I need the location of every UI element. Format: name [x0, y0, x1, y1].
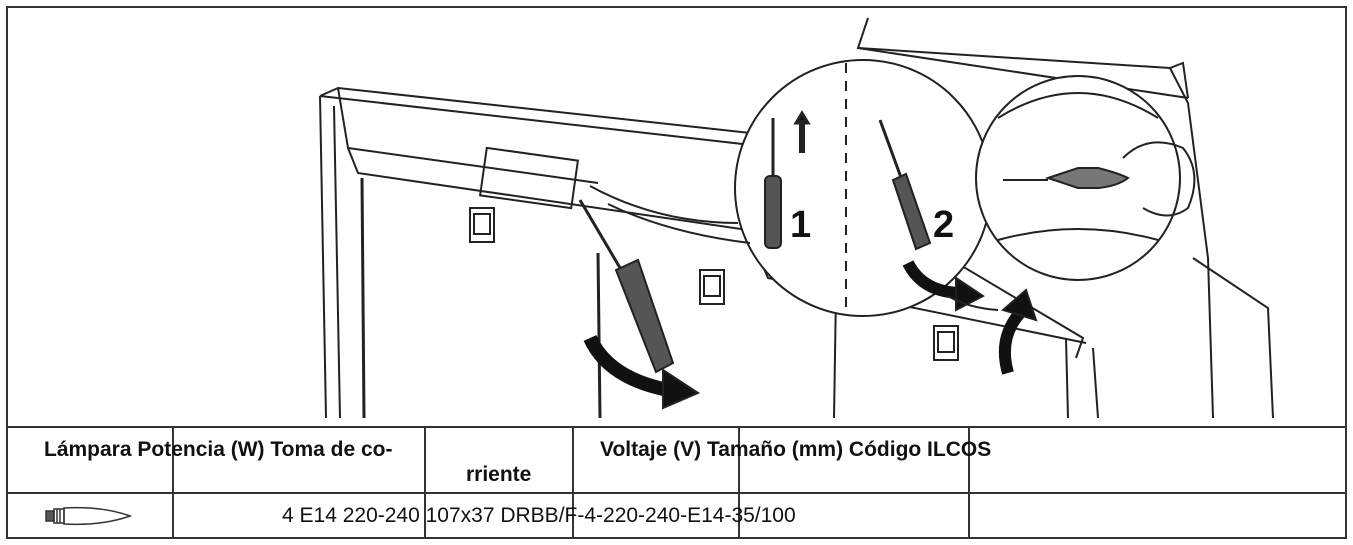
installation-illustration: 1 2: [8, 8, 1345, 426]
screwdriver-main: [614, 258, 675, 374]
document-frame: [6, 6, 1347, 539]
screwdriver-2: [891, 172, 932, 251]
step-1-label: 1: [790, 204, 812, 246]
table-header-line2: rriente: [466, 463, 532, 486]
table-row-separator: [6, 492, 1347, 494]
cabinet-lamp-removal-drawing: [319, 17, 1274, 419]
switch-3: [933, 325, 959, 361]
switch-2: [699, 269, 725, 305]
table-header-line1: Lámpara Potencia (W) Toma de co-: [44, 438, 393, 461]
switch-1: [469, 207, 495, 243]
cabinet-left-edge: [319, 95, 327, 419]
table-row-text: 4 E14 220-240 107x37 DRBB/F-4-220-240-E1…: [282, 504, 796, 527]
bulb-detail: [1044, 167, 1130, 189]
step-2-label: 2: [933, 204, 955, 246]
table-header-line1b: Voltaje (V) Tamaño (mm) Código ILCOS: [600, 438, 992, 461]
candle-bulb-icon: [42, 500, 134, 537]
lamp-cover: [478, 146, 580, 210]
screwdriver-1: [764, 175, 782, 249]
table-top-border: [6, 426, 1347, 428]
